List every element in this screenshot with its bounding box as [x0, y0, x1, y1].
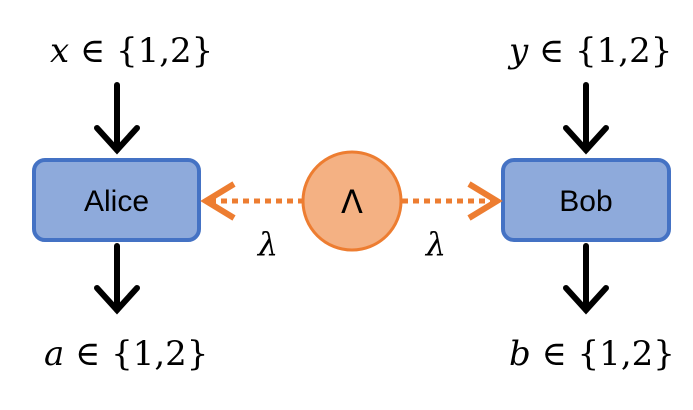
alice-input-label: x ∈ {1,2}: [50, 31, 213, 71]
source-to-alice-arrow: [200, 181, 304, 221]
bob-input-set: ∈ {1,2}: [528, 31, 672, 71]
alice-output-variable: a: [44, 334, 64, 374]
alice-output-arrow: [94, 243, 140, 315]
alice-input-variable: x: [50, 31, 69, 71]
alice-output-label: a ∈ {1,2}: [44, 334, 208, 374]
bob-input-label: y ∈ {1,2}: [507, 31, 672, 71]
bob-output-label: b ∈ {1,2}: [509, 334, 675, 374]
alice-box: [32, 158, 201, 242]
source-to-bob-arrow: [402, 181, 503, 221]
bob-output-arrow: [563, 243, 609, 315]
bob-input-variable: y: [507, 31, 529, 71]
bob-output-variable: b: [509, 334, 531, 374]
lambda-label-right: λ: [424, 225, 446, 263]
alice-output-set: ∈ {1,2}: [64, 334, 208, 374]
bob-box: [501, 158, 671, 242]
bob-box-label: Bob: [559, 185, 612, 218]
alice-input-arrow: [94, 82, 140, 155]
lambda-label-left: λ: [256, 225, 278, 263]
alice-input-set: ∈ {1,2}: [69, 31, 213, 71]
alice-box-label: Alice: [84, 185, 149, 218]
hidden-variable-source-label: Λ: [341, 183, 363, 221]
bob-input-arrow: [563, 82, 609, 155]
bob-output-set: ∈ {1,2}: [531, 334, 675, 374]
hidden-variable-source: [301, 150, 403, 252]
